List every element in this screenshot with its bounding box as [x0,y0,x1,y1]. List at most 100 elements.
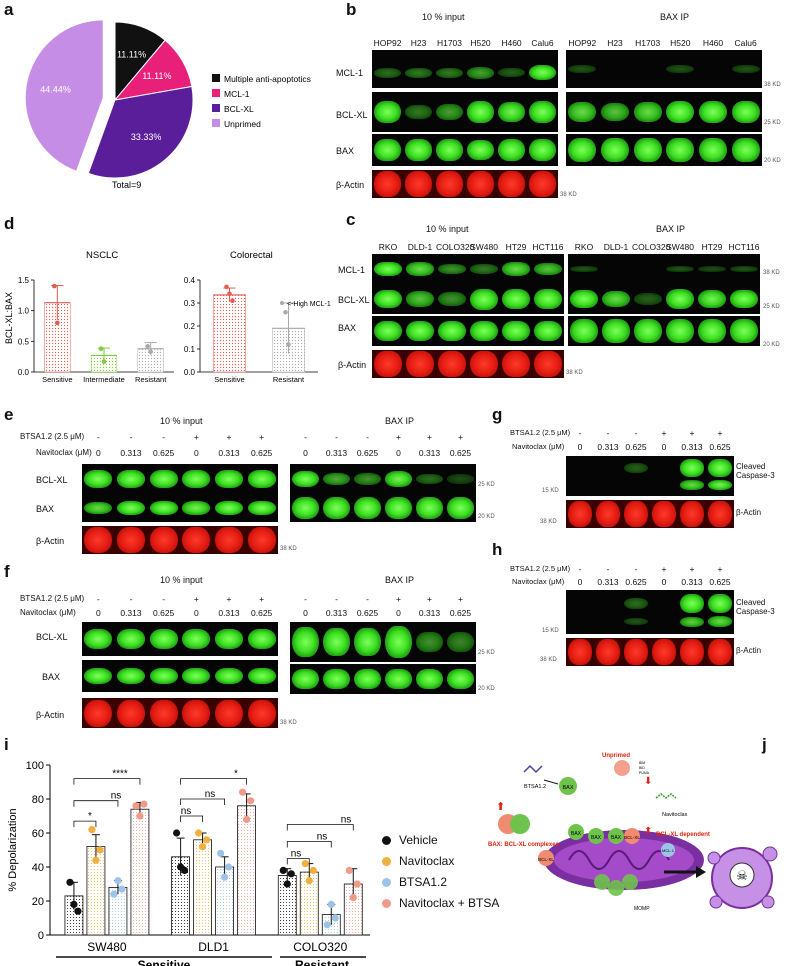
e-blot-bclxl-ip-band [416,473,443,485]
e-left-btsa-value: - [96,432,100,442]
pie-legend-label: MCL-1 [224,89,250,99]
g-blot-caspase-band [679,480,705,490]
g-blot-caspase-band [707,459,733,477]
e-right-btsa-value: + [396,432,401,442]
panel-label-c: c [346,210,356,229]
d1-y-tick-label: 1.5 [18,276,30,285]
b-blot-bclxl-input-band [374,100,401,124]
i-point [221,873,229,881]
g-caspase-label: Cleaved Caspase-3 [736,462,775,480]
f-blot-bclxl-input [82,622,278,656]
c-left-title: 10 % input [426,224,469,234]
i-point [70,900,78,908]
i-point [203,836,211,844]
i-sig-label: * [234,769,238,780]
e-kd-3: 38 KD [280,546,297,552]
b-row-bax: BAX [336,146,355,156]
b-blot-bclxl-input-band [467,100,494,124]
d2-annotation: <-High MCL-1 [287,301,331,308]
f-right-btsa-value: - [304,594,307,604]
i-y-tick-label: 20 [32,896,44,908]
b-right-lane-label: H520 [670,38,691,48]
f-blot-bax-ip-band [385,669,412,689]
i-sig-label: ns [317,832,328,843]
pie-legend-label: BCL-XL [224,104,254,114]
e-left-btsa-value: - [162,432,166,442]
b-blot-bax-ip [566,134,762,166]
e-blot-actin-input-band [182,527,211,553]
e-blot-bax-input-band [247,501,276,515]
i-sig-bracket [73,800,119,807]
b-blot-mcl1-input-band [436,67,463,78]
g-navi-value: 0.625 [625,442,647,452]
f-blot-bclxl-ip-band [385,626,412,658]
h-navi-value: 0 [661,577,667,587]
e-blot-bax-ip-band [447,497,474,519]
g-btsa-value: + [689,428,695,438]
d-ylabel: BCL-XL:BAX [4,292,14,344]
b-left-lane-label: H520 [470,38,491,48]
b-blot-mcl1-input-band [498,68,525,78]
f-right-navi-value: 0 [396,608,401,618]
c-right-lane-label: RKO [574,242,594,252]
f-btsa-label: BTSA1.2 (2.5 μM) [20,594,85,603]
pie-legend-swatch [212,74,220,82]
b-blot-bclxl-ip-band [666,100,695,124]
f-left-navi-value: 0 [193,608,199,618]
bclxl-text-2: BCL-XL [538,857,554,862]
c-blot-bclxl-input-band [502,289,530,309]
d1-point [101,359,107,364]
b-blot-bclxl-ip-band [698,100,728,124]
i-legend-label: BTSA1.2 [399,875,448,889]
b-blot-bax-input-band [436,139,463,161]
e-left-title: 10 % input [160,416,203,426]
b-blot-actin-input-band [467,171,494,197]
arrowhead [696,866,706,878]
c-blot-bclxl-input-band [438,292,466,306]
b-blot-bax-input-band [374,139,401,161]
f-blot-bclxl-input-band [214,629,244,649]
e-left-navi-value: 0.313 [120,448,142,458]
h-navi-value: 0.313 [597,577,619,587]
i-x-label: SW480 [87,940,127,954]
skull-icon: ☠ [736,868,748,883]
chart-d: NSCLC Colorectal BCL-XL:BAX 0.00.51.01.5… [4,250,331,384]
i-legend-dot [382,899,391,909]
c-row-actin: β-Actin [338,360,367,370]
e-right-navi-value: 0 [396,448,401,458]
e-left-navi-value: 0 [95,448,101,458]
f-left-navi-value: 0.313 [120,608,142,618]
c-right-lane-label: DLD-1 [603,242,629,252]
f-right-navi-value: 0.625 [449,608,472,618]
f-left-btsa-value: - [129,594,133,604]
f-blot-bclxl-input-band [84,629,113,649]
i-point [345,866,353,874]
diagram-j: ☠ BAX BAX BAX BAX BCL-XL BCL-XL MCL-1 MO… [488,753,778,912]
c-blot-bclxl-ip-band [602,290,630,308]
e-blot-actin-input-band [149,527,178,553]
g-blot-caspase-band [679,459,705,477]
c-right-lane-label: HT29 [701,242,723,252]
d1-point [55,320,60,326]
c-blot-mcl1-ip-band [730,265,758,273]
i-x-label: DLD1 [198,940,229,954]
c-blot-mcl1-input-band [438,263,466,275]
c-right-title: BAX IP [656,224,686,234]
i-group-sensitive: Sensitive [138,958,191,966]
c-blot-bclxl-ip-band [570,289,598,309]
e-left-navi-value: 0 [193,448,199,458]
b-blot-mcl1-ip-band [568,65,597,73]
h-blot-caspase-band [707,593,733,613]
f-blot-bclxl-ip-band [292,626,319,658]
panel-label-h: h [492,540,503,559]
c-blot-bclxl-input-band [374,289,402,309]
c-left-lane-label: RKO [378,242,398,252]
f-right-navi-value: 0.313 [418,608,441,618]
d2-y-tick-label: 0.4 [184,276,196,285]
d1-point [52,283,57,289]
h-navi-value: 0.625 [709,577,731,587]
c-row-bclxl: BCL-XL [338,295,370,305]
i-point [327,900,335,908]
c-blot-actin-input-band [534,351,562,377]
